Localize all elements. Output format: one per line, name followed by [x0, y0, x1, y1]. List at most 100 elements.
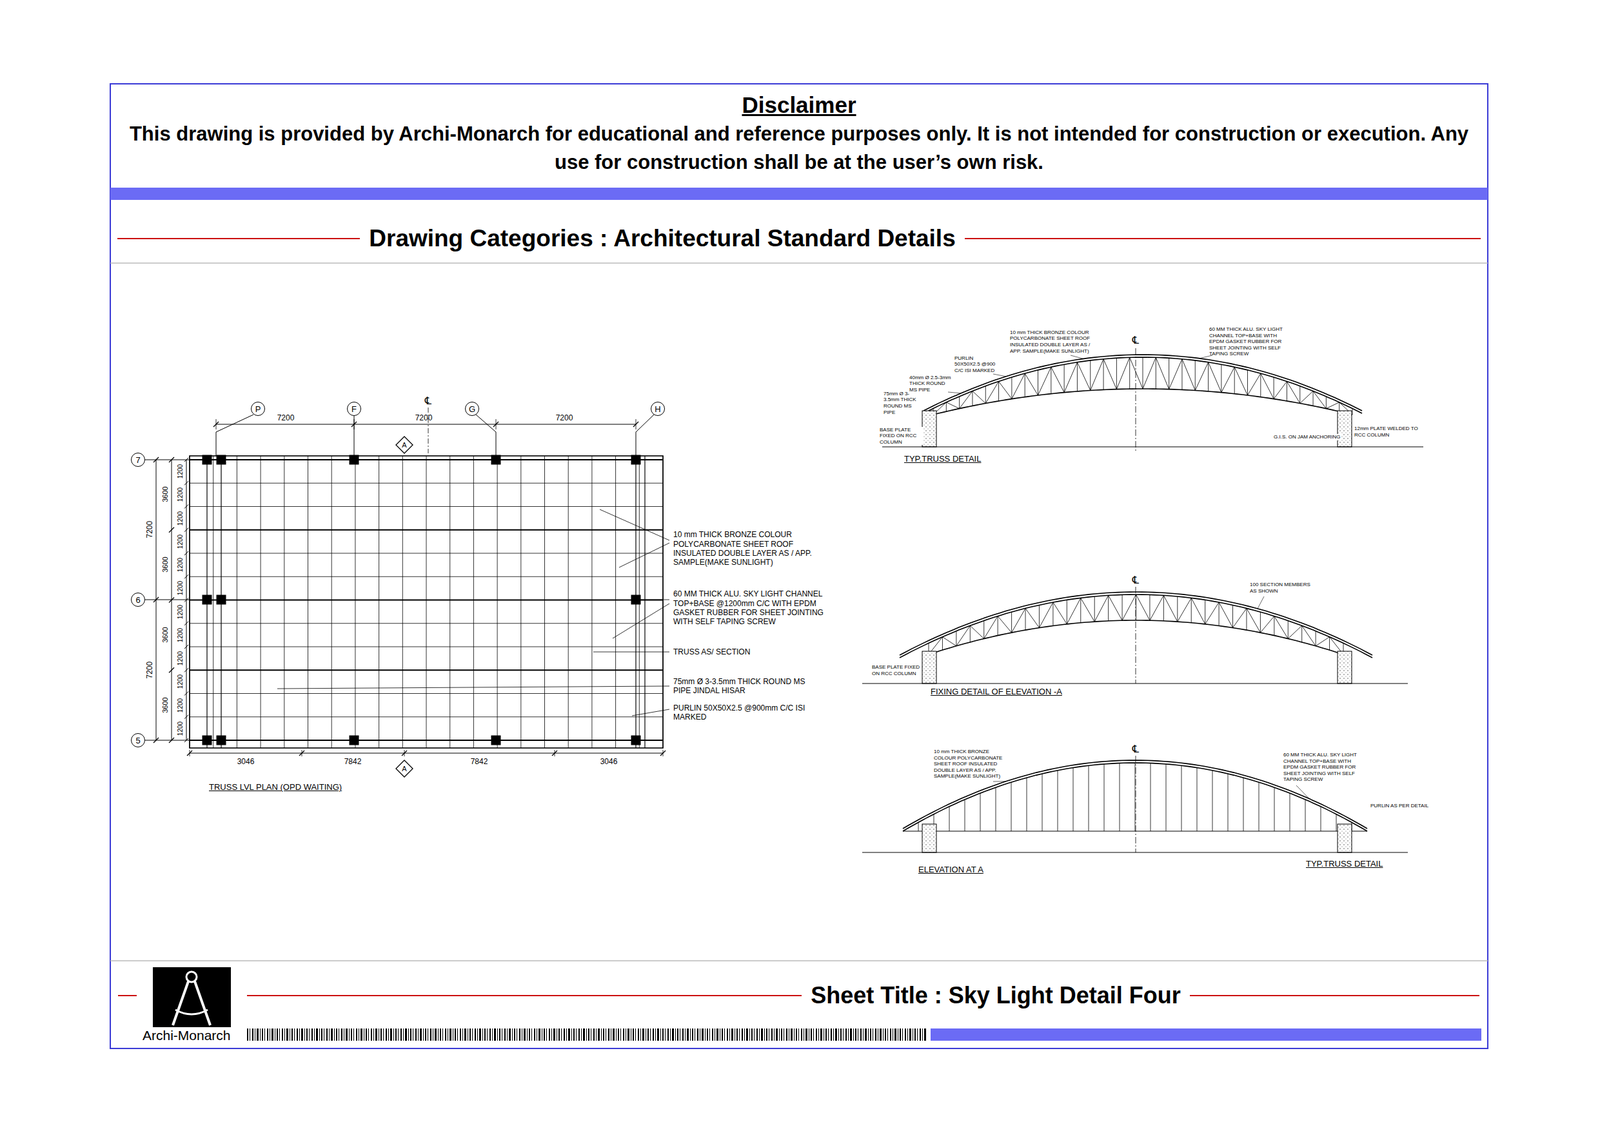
- note: TRUSS AS/ SECTION: [673, 647, 751, 657]
- drawing-line: [1011, 782, 1012, 832]
- drawing-rect: [202, 735, 212, 745]
- sheet-title: Sheet Title : Sky Light Detail Four: [801, 981, 1190, 1010]
- drawing-line: [1246, 608, 1261, 633]
- drawing-line: [949, 806, 950, 832]
- drawing-line: [1207, 362, 1209, 392]
- drawing-line: [189, 506, 663, 507]
- drawing-line: [168, 667, 175, 673]
- drawing-line: [985, 381, 999, 404]
- technical-drawing: [145, 348, 1424, 853]
- drawing-line: [955, 631, 957, 647]
- drawing-line: [862, 682, 1408, 684]
- dimension: 1200: [176, 628, 185, 643]
- dimension: 3600: [160, 697, 169, 713]
- grid-label: P: [255, 404, 262, 414]
- note: 10 mm THICK BRONZE COLOUR POLYCARBONATE …: [673, 530, 832, 568]
- drawing-line: [544, 455, 545, 749]
- drawing-line: [473, 455, 475, 749]
- dimension: 7842: [470, 757, 489, 767]
- drawing-line: [1108, 595, 1123, 621]
- drawing-line: [1103, 359, 1105, 391]
- drawing-line: [1116, 357, 1130, 389]
- drawing-line: [1122, 594, 1136, 621]
- drawing-line: [660, 750, 666, 756]
- tiny-note: 60 MM THICK ALU. SKY LIGHT CHANNEL TOP+B…: [1283, 751, 1358, 783]
- drawing-line: [1038, 366, 1052, 396]
- drawing-line: [662, 455, 664, 749]
- category-title: Drawing Categories : Architectural Stand…: [359, 224, 965, 253]
- tiny-note: BASE PLATE FIXED ON RCC COLUMN: [879, 426, 924, 446]
- drawing-line: [983, 621, 985, 640]
- drawing-line: [1247, 370, 1248, 396]
- drawing-line: [593, 651, 670, 653]
- drawing-rect: [202, 455, 212, 465]
- drawing-line: [1315, 631, 1317, 647]
- drawing-line: [189, 529, 663, 531]
- drawing-line: [1052, 602, 1054, 626]
- grid-label: A: [401, 441, 407, 449]
- drawing-line: [1165, 764, 1167, 832]
- drawing-line: [1142, 357, 1156, 389]
- drawing-line: [184, 691, 189, 696]
- drawing-line: [184, 668, 189, 672]
- drawing-line: [1205, 602, 1219, 625]
- dimension: 1200: [176, 511, 185, 526]
- drawing-curve: [354, 415, 355, 456]
- grid-bubble: F: [346, 401, 362, 416]
- drawing-line: [189, 459, 663, 461]
- drawing-line: [1245, 608, 1247, 631]
- drawing-line: [862, 851, 1408, 853]
- section-marker: A: [395, 435, 414, 455]
- drawing-line: [1313, 390, 1326, 409]
- drawing-line: [946, 402, 959, 409]
- drawing-line: [969, 625, 971, 643]
- drawing-line: [1247, 373, 1261, 396]
- dimension: 3600: [160, 626, 169, 643]
- brand-name: Archi-Monarch: [142, 1027, 231, 1044]
- drawing-line: [189, 669, 663, 671]
- drawing-line: [969, 625, 984, 639]
- tiny-note: PURLIN AS PER DETAIL: [1370, 802, 1429, 810]
- grid-label: 6: [135, 595, 140, 605]
- drawing-line: [959, 390, 973, 409]
- drawing-line: [1338, 402, 1340, 412]
- drawing-line: [972, 390, 986, 404]
- drawing-line: [1196, 768, 1198, 832]
- drawing-line: [189, 622, 663, 624]
- drawing-line: [1234, 366, 1235, 394]
- drawing-line: [1243, 777, 1245, 832]
- drawing-line: [187, 750, 193, 756]
- tiny-note: 60 MM THICK ALU. SKY LIGHT CHANNEL TOP+B…: [1209, 326, 1294, 358]
- drawing-rect: [491, 455, 501, 465]
- divider: [110, 262, 1488, 264]
- grid-bubble: H: [650, 401, 665, 416]
- drawing-line: [612, 603, 670, 639]
- footer-band: [930, 1028, 1482, 1041]
- drawing-rect: [216, 735, 226, 745]
- drawing-line: [902, 831, 1368, 832]
- drawing-line: [1088, 765, 1090, 832]
- drawing-line: [882, 446, 1424, 447]
- drawing-line: [993, 780, 1007, 782]
- drawing-line: [1336, 814, 1337, 832]
- drawing-rect: [631, 455, 641, 465]
- drawing-line: [948, 392, 961, 394]
- drawing-line: [307, 455, 309, 749]
- grid-bubble: 5: [130, 733, 146, 748]
- drawing-line: [1300, 390, 1314, 404]
- drawing-line: [189, 753, 663, 754]
- tiny-note: BASE PLATE FIXED ON RCC COLUMN: [871, 664, 924, 677]
- drawing-caption: ELEVATION AT A: [918, 864, 984, 876]
- drawing-line: [378, 455, 380, 749]
- drawing-line: [1136, 594, 1150, 621]
- drawing-line: [1053, 602, 1067, 625]
- drawing-line: [189, 693, 663, 694]
- drawing-line: [520, 455, 522, 749]
- drawing-line: [1168, 357, 1170, 389]
- drawing-line: [331, 455, 333, 749]
- drawing-line: [1204, 599, 1206, 625]
- grid-label: G: [468, 404, 476, 414]
- drawing-line: [1286, 381, 1300, 404]
- drawing-rect: [922, 651, 937, 684]
- drawing-curve: [928, 620, 1344, 655]
